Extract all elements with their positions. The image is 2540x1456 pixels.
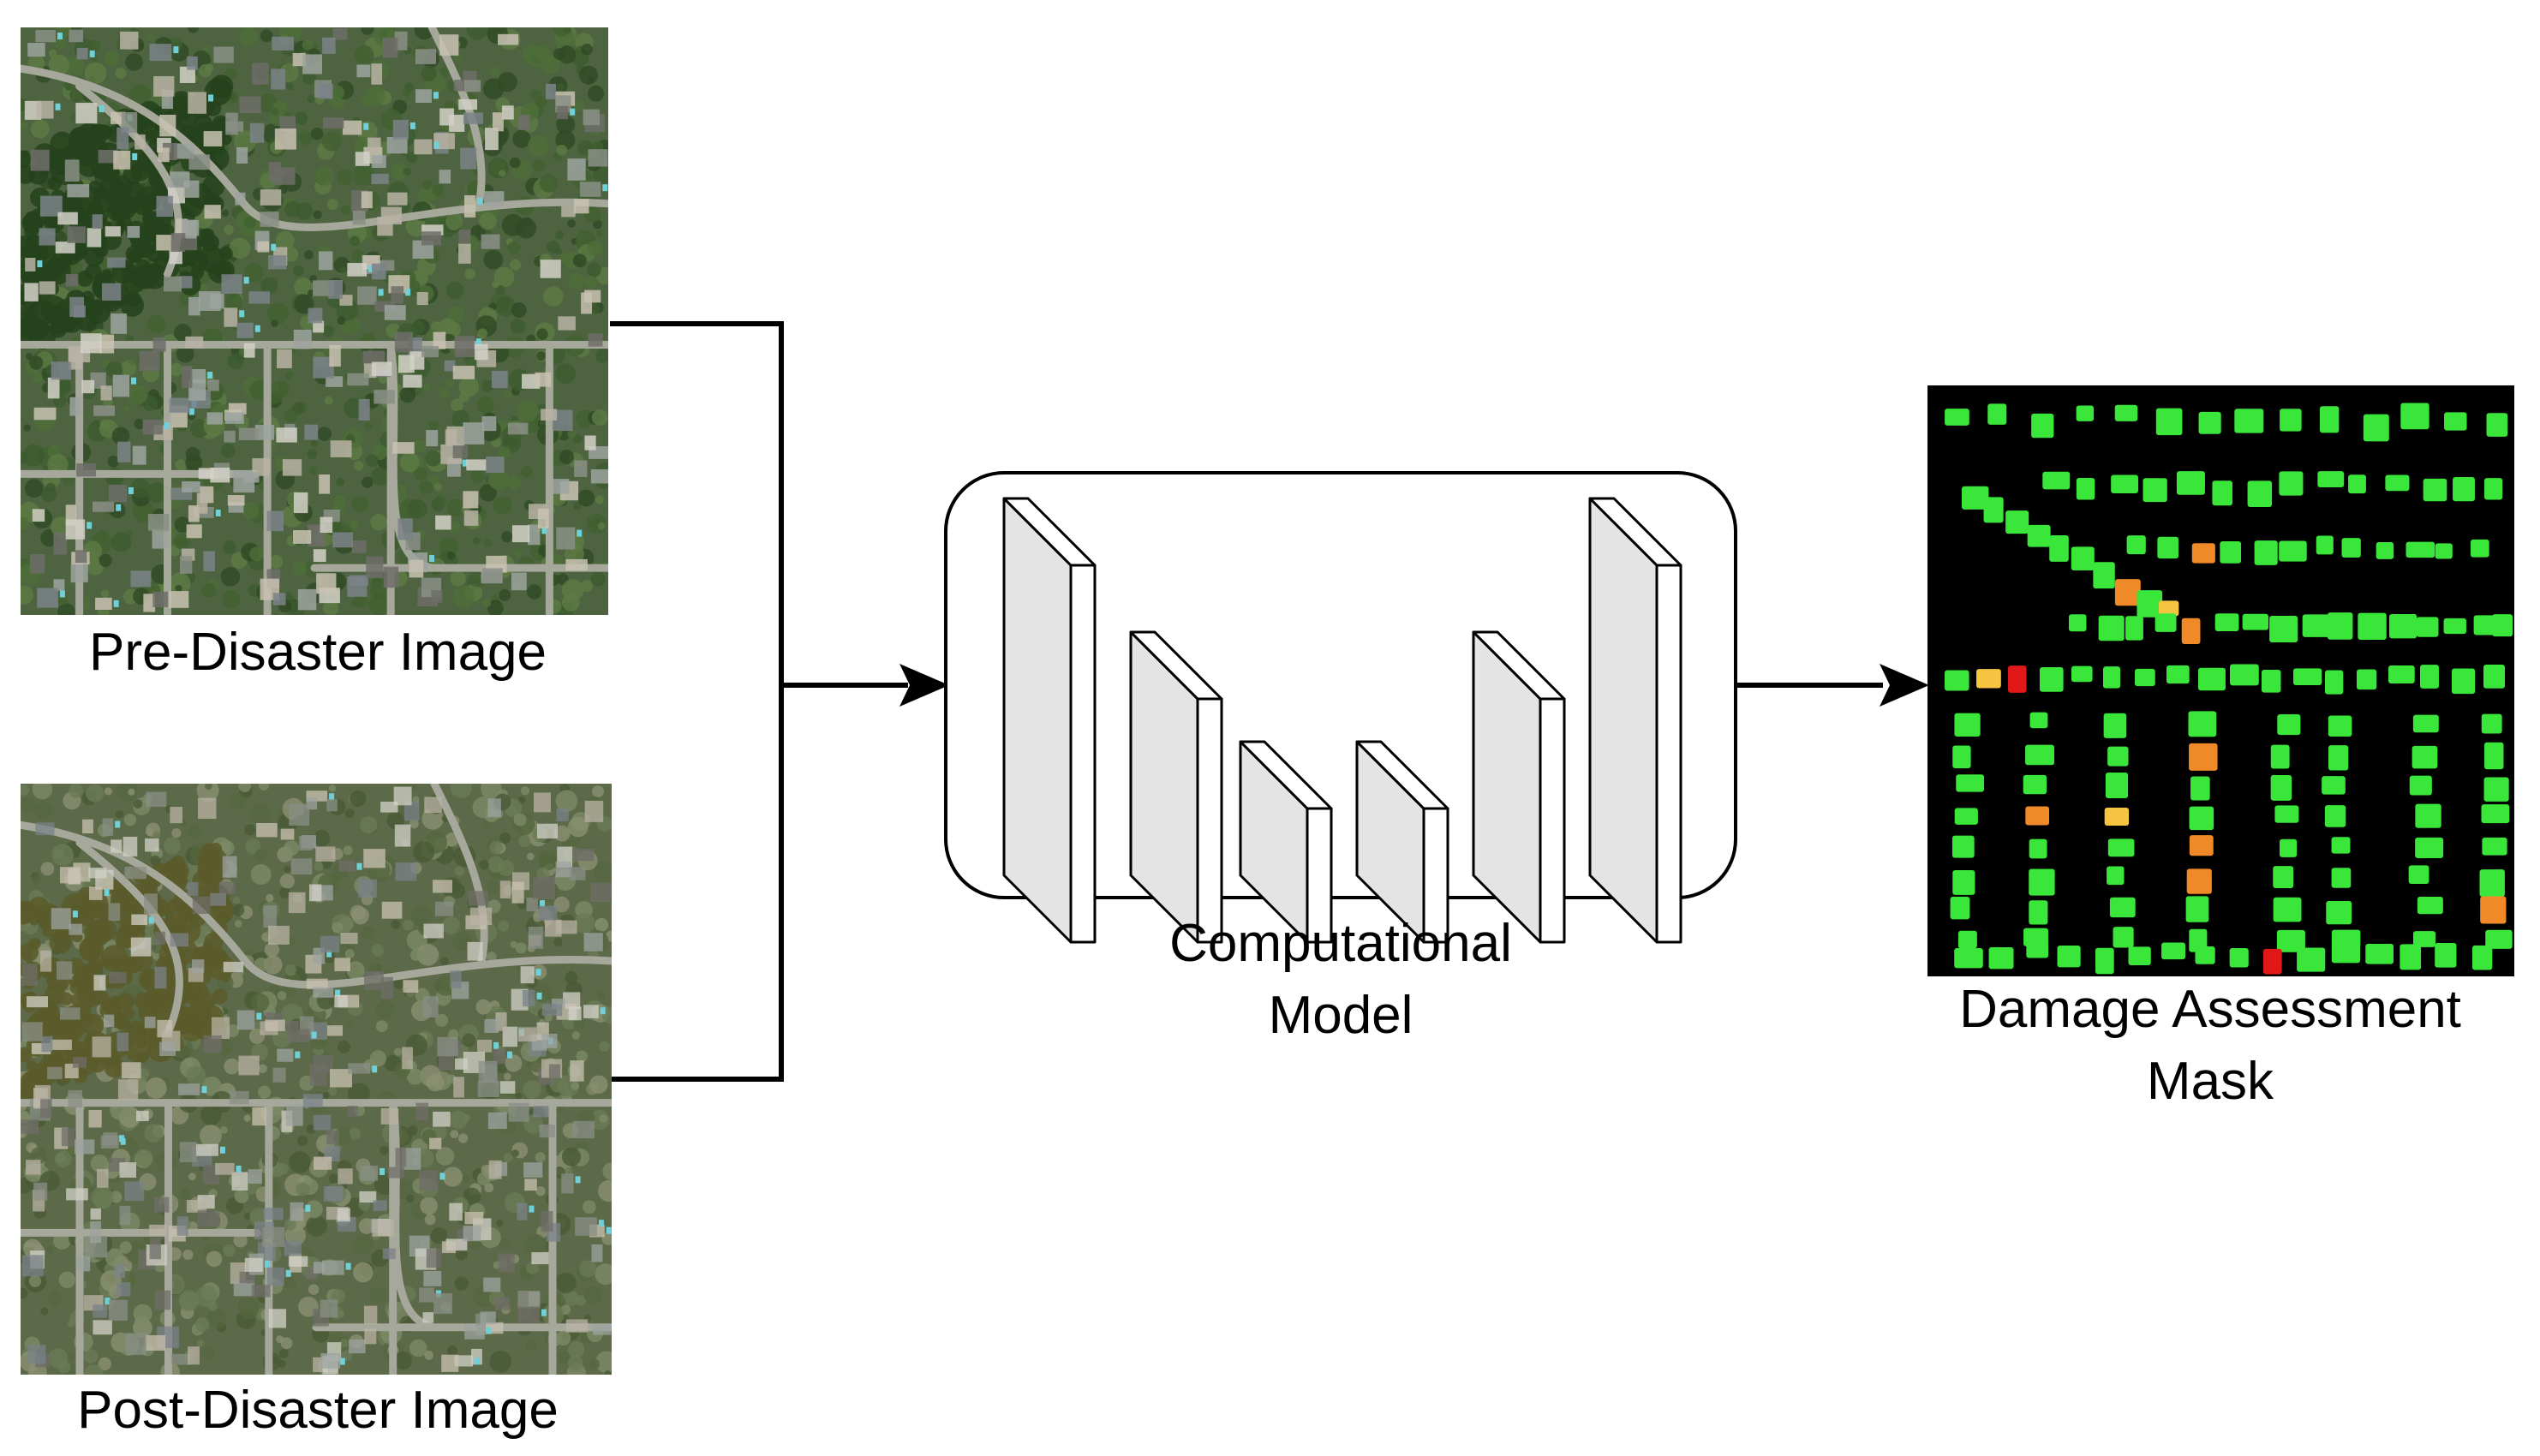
pre-disaster-label: Pre-Disaster Image — [88, 623, 547, 682]
model-label-line1: Computational — [1169, 914, 1512, 973]
mask-label-line2: Mask — [2146, 1052, 2274, 1111]
network-layer-6 — [1588, 497, 1682, 944]
mask-label-line1: Damage Assessment — [1959, 980, 2461, 1039]
network-layer-3 — [1239, 740, 1333, 944]
damage-assessment-mask-image — [1927, 385, 2514, 976]
pre-disaster-satellite-image — [21, 27, 608, 615]
network-layer-1 — [1002, 497, 1097, 944]
post-disaster-label: Post-Disaster Image — [77, 1381, 559, 1440]
pre-image-connector — [610, 321, 784, 1082]
network-layer-5 — [1472, 630, 1566, 944]
mask-building-footprints — [1945, 403, 2513, 975]
mask-input-arrowhead — [1880, 664, 1929, 707]
model-input-arrowhead — [899, 664, 949, 707]
network-layer-4 — [1355, 740, 1449, 944]
network-layer-2 — [1129, 630, 1223, 944]
mask-label: Damage Assessment Mask — [1893, 974, 2527, 1118]
network-layers — [1002, 497, 1682, 944]
post-disaster-satellite-image — [21, 784, 612, 1375]
model-label: Computational Model — [1079, 908, 1602, 1052]
model-label-line2: Model — [1268, 986, 1413, 1045]
